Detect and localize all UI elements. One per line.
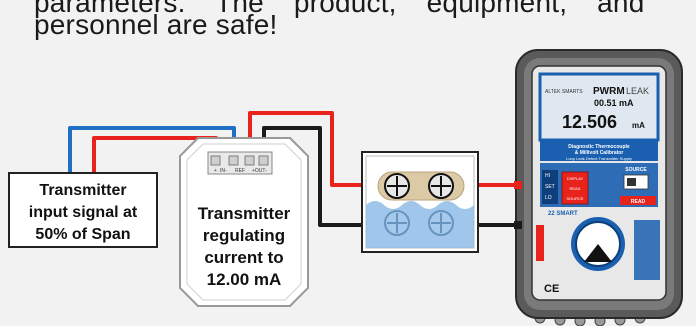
mode-label-source: SOURCE [566,196,583,201]
screw-bottom-left [384,210,410,236]
ce-mark: CE [544,283,559,295]
input-box-line-3: 50% of Span [35,226,130,243]
terminal-label-ref: REF [235,168,245,174]
calibrator-lcd [538,72,660,142]
input-signal-box: Transmitter input signal at 50% of Span [8,172,158,248]
mode-select-button[interactable] [561,171,589,205]
caption-line-1: Diagnostic Thermocouple [568,144,630,150]
lcd-mode: PWRM [593,86,625,97]
screw-top-right [428,173,454,199]
terminal-label-in: IN- [220,168,227,174]
input-box-line-2: input signal at [29,204,138,221]
calibrator-info-strip [634,220,660,280]
terminal-label-out: +OUT- [252,168,267,174]
range-label-set: SET [545,184,555,190]
range-label-lo: LO [545,195,552,201]
source-label: SOURCE [625,167,647,173]
input-box-line-1: Transmitter [39,182,126,199]
black-wire-output [262,126,420,227]
leak-junction-box [361,151,479,253]
range-label-hi: HI [545,173,550,179]
lcd-unit: mA [632,121,645,130]
calibrator-device: ALTEK SMARTS PWRM LEAK 00.51 mA 12.506 m… [514,49,683,326]
read-label-bar [620,196,656,205]
header-line-1: parameters. The product, equipment, and [34,0,645,18]
screw-bottom-right [428,210,454,236]
mode-label-read: READ [569,186,580,191]
header-line-2: personnel are safe! [34,9,278,40]
calibrator-brand: 22 SMART [548,211,578,217]
transmitter: + IN- REF +OUT- Transmitter regulating c… [179,137,309,307]
calibrator-side-tab [536,225,544,261]
transmitter-line-2: regulating [203,226,285,245]
caption-line-2: & Millivolt Calibrator [575,150,624,156]
read-label: READ [631,199,646,205]
adjust-knob[interactable] [571,217,625,271]
lcd-status: LEAK [626,86,649,96]
lcd-main-readout: 12.506 [562,112,617,132]
transmitter-line-1: Transmitter [198,204,291,223]
screw-top-left [384,173,410,199]
water-shape [366,201,474,248]
terminal-label-plus: + [214,168,217,174]
transmitter-line-4: 12.00 mA [207,270,282,289]
mode-label-display: DISPLAY [567,176,584,181]
calibrator-caption-band [540,141,658,161]
terminal-block [207,151,273,175]
transmitter-line-3: current to [204,248,283,267]
calibrator-logo: ALTEK SMARTS [545,89,583,95]
caption-line-3: Loop Leak Detect Transmitter Supply [566,156,632,161]
lcd-small-readout: 00.51 mA [594,98,634,108]
